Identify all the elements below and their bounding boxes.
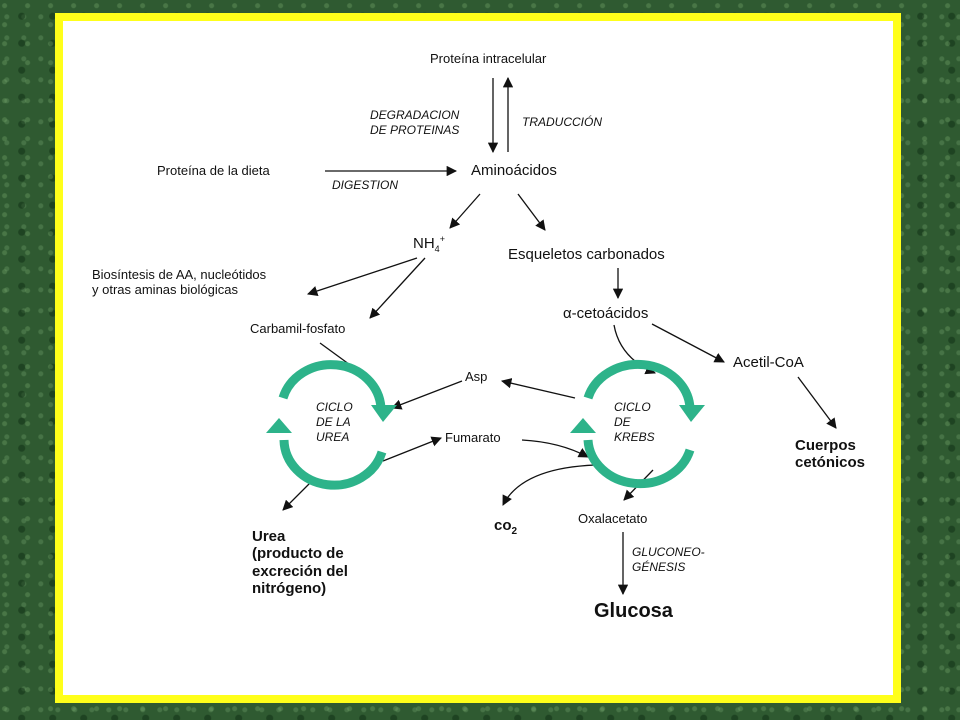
label-glucosa: Glucosa	[594, 600, 673, 622]
urea-line4: nitrógeno)	[252, 579, 327, 597]
arrow-aa-to-esqueletos	[517, 193, 546, 231]
urea-cycle-top-arrowhead	[371, 405, 397, 422]
ciclo-urea-line2: DE LA	[316, 415, 351, 429]
label-biosintesis: Biosíntesis de AA, nucleótidos y otras a…	[92, 267, 267, 298]
label-co2: co2	[494, 517, 517, 538]
arrow-fumarato-to-krebs	[521, 439, 589, 458]
label-acetil-coa: Acetil-CoA	[733, 354, 804, 371]
label-biosintesis-line2: y otras aminas biológicas	[92, 281, 238, 297]
arrow-asp-to-urea	[391, 380, 463, 410]
urea-cycle-arrows	[266, 360, 397, 490]
cuerpos-line1: Cuerpos	[795, 437, 856, 454]
arrow-nh4-to-carbamil	[369, 257, 426, 319]
urea-cycle-bottom-arc	[279, 439, 387, 490]
krebs-cycle-top-arrowhead	[679, 405, 705, 422]
urea-cycle-bottom-arrowhead	[266, 418, 292, 433]
krebs-cycle-bottom-arc	[583, 439, 695, 489]
nh4-base: NH	[413, 235, 435, 252]
arrow-krebs-to-asp	[500, 378, 576, 399]
label-urea: Urea (producto de excreción del nitrógen…	[252, 528, 348, 597]
arrow-aa-to-nh4	[449, 193, 481, 229]
diagram-frame	[55, 13, 901, 703]
label-biosintesis-line1: Biosíntesis de AA, nucleótidos	[92, 267, 267, 282]
label-gluconeogenesis: GLUCONEO- GÉNESIS	[632, 545, 705, 575]
krebs-cycle-bottom-arrowhead	[570, 418, 596, 433]
urea-line2: (producto de	[252, 545, 344, 563]
label-cuerpos-cetonicos: Cuerpos cetónicos	[795, 437, 865, 472]
arrow-cetoacidos-to-krebs	[613, 324, 656, 375]
ciclo-krebs-line1: CICLO	[614, 400, 651, 414]
label-degradacion-line1: DEGRADACION	[370, 108, 460, 122]
label-degradacion-line2: DE PROTEINAS	[370, 123, 460, 137]
urea-line3: excreción del	[252, 562, 348, 580]
label-proteina-intracelular: Proteína intracelular	[430, 51, 547, 66]
label-proteina-dieta: Proteína de la dieta	[157, 163, 270, 178]
label-alfa-cetoacidos: α-cetoácidos	[563, 305, 649, 322]
label-nh4: NH4+	[413, 234, 445, 254]
nh4-sup: +	[439, 234, 445, 244]
label-oxalacetato: Oxalacetato	[578, 511, 648, 526]
krebs-cycle-top-arc	[583, 359, 695, 409]
arrow-krebs-to-co2	[502, 464, 596, 506]
ciclo-krebs-line2: DE	[614, 415, 631, 429]
co2-base: co	[494, 517, 512, 534]
urea-line1: Urea	[252, 528, 286, 545]
arrow-acetilcoa-to-cuerpos	[797, 376, 837, 429]
ciclo-urea-line1: CICLO	[316, 400, 353, 414]
gluconeo-line1: GLUCONEO-	[632, 545, 705, 559]
label-fumarato: Fumarato	[445, 430, 501, 445]
cuerpos-line2: cetónicos	[795, 454, 866, 472]
nh4-sub: 4	[434, 244, 440, 254]
label-ciclo-urea: CICLO DE LA UREA	[316, 400, 353, 445]
label-aminoacidos: Aminoácidos	[471, 162, 557, 179]
arrow-urea-to-fumarato	[382, 436, 442, 462]
label-degradacion: DEGRADACION DE PROTEINAS	[370, 108, 459, 138]
label-esqueletos: Esqueletos carbonados	[508, 246, 665, 263]
label-carbamil-fosfato: Carbamil-fosfato	[250, 321, 346, 336]
gluconeo-line2: GÉNESIS	[632, 560, 686, 574]
label-digestion: DIGESTION	[332, 178, 399, 192]
arrow-cetoacidos-to-acetilcoa	[651, 323, 725, 363]
co2-sub: 2	[511, 526, 518, 537]
urea-cycle-top-arc	[278, 360, 386, 409]
label-ciclo-krebs: CICLO DE KREBS	[614, 400, 655, 445]
krebs-cycle-arrows	[570, 359, 705, 489]
label-asp: Asp	[465, 369, 488, 384]
arrow-nh4-to-biosintesis	[307, 257, 418, 297]
label-traduccion: TRADUCCIÓN	[522, 115, 602, 129]
ciclo-urea-line3: UREA	[316, 430, 350, 444]
ciclo-krebs-line3: KREBS	[614, 430, 655, 444]
